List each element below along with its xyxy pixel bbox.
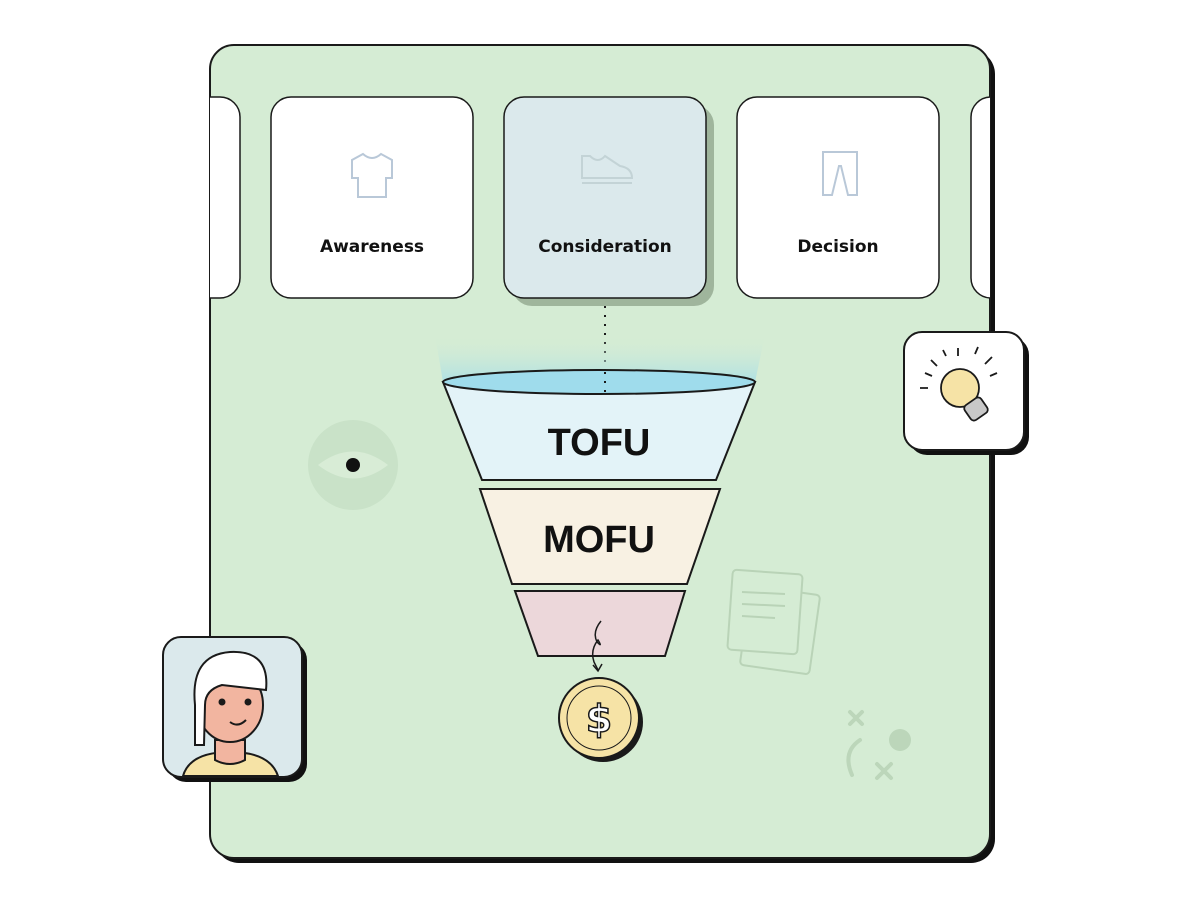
avatar bbox=[181, 650, 280, 777]
lightbulb-icon bbox=[920, 346, 998, 422]
avatar-card bbox=[162, 636, 307, 782]
partial-card-right[interactable] bbox=[970, 96, 1071, 299]
dollar-coin-icon: $ bbox=[558, 677, 643, 762]
funnel-mofu[interactable] bbox=[478, 488, 722, 585]
curly-arrow-icon bbox=[591, 620, 602, 671]
sneaker-icon bbox=[581, 154, 634, 184]
partial-card-left[interactable] bbox=[140, 96, 241, 299]
decorative-marks-icon bbox=[846, 710, 911, 780]
pants-icon bbox=[822, 151, 858, 196]
funnel-mofu-label: MOFU bbox=[543, 519, 655, 561]
eye-icon bbox=[308, 420, 398, 510]
stage-card-consideration[interactable]: Consideration bbox=[503, 96, 714, 306]
lightbulb-card bbox=[903, 331, 1029, 455]
stage-label: Consideration bbox=[538, 237, 672, 257]
funnel-tofu-label: TOFU bbox=[548, 422, 651, 464]
stage-label: Decision bbox=[797, 237, 878, 257]
funnel-glow bbox=[435, 335, 765, 382]
stage-card-awareness[interactable]: Awareness bbox=[270, 96, 474, 299]
funnel-opening bbox=[442, 369, 756, 395]
funnel: TOFU MOFU bbox=[441, 369, 757, 673]
stage-card-decision[interactable]: Decision bbox=[736, 96, 940, 299]
tshirt-icon bbox=[351, 152, 393, 198]
stage-label: Awareness bbox=[320, 237, 424, 257]
documents-icon bbox=[726, 568, 821, 675]
svg-text:$: $ bbox=[586, 697, 612, 741]
